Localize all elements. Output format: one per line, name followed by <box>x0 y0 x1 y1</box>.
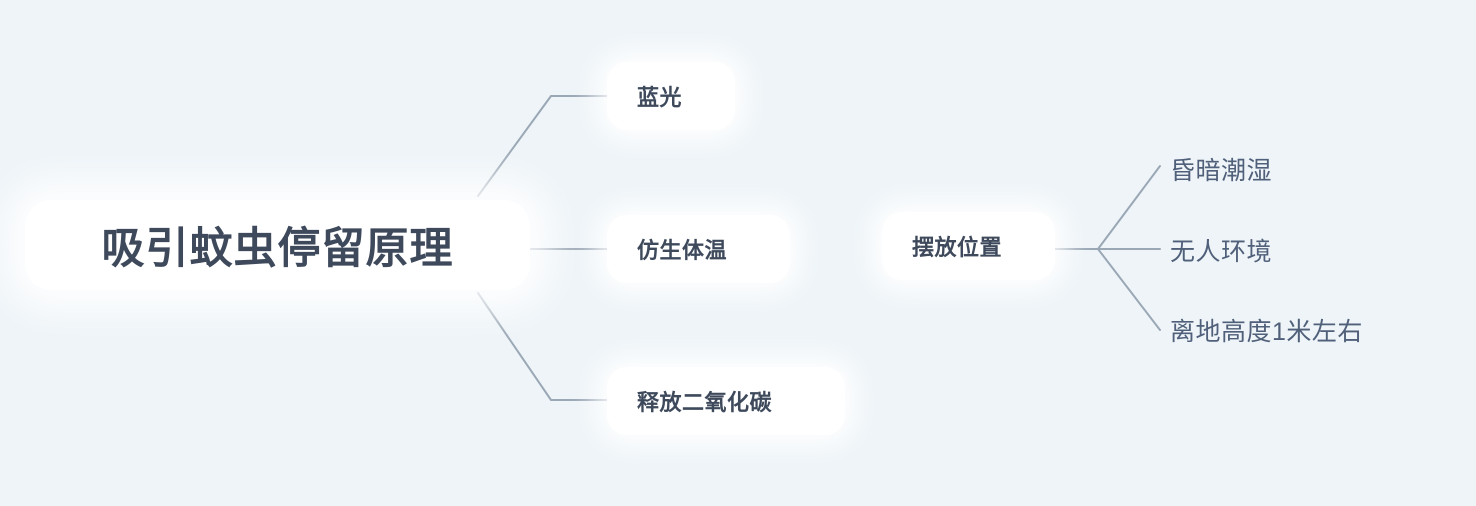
node-blue-light-label: 蓝光 <box>637 85 683 110</box>
edge-root-to-co2 <box>477 292 608 401</box>
edge-root-to-blue-light <box>477 95 608 197</box>
root-node[interactable]: 吸引蚊虫停留原理 <box>25 200 530 290</box>
leaf-unoccupied-environment[interactable]: 无人环境 <box>1170 238 1273 266</box>
node-placement-position[interactable]: 摆放位置 <box>882 212 1055 280</box>
node-blue-light[interactable]: 蓝光 <box>607 62 735 130</box>
edge-placement-to-height <box>1097 248 1161 331</box>
leaf-dark-humid[interactable]: 昏暗潮湿 <box>1170 157 1273 185</box>
node-placement-position-label: 摆放位置 <box>912 235 1003 260</box>
node-body-temperature-label: 仿生体温 <box>637 238 728 263</box>
node-release-co2[interactable]: 释放二氧化碳 <box>607 367 845 435</box>
edge-placement-to-dark-humid <box>1097 165 1161 250</box>
node-release-co2-label: 释放二氧化碳 <box>637 390 773 415</box>
root-node-label: 吸引蚊虫停留原理 <box>101 225 454 273</box>
node-body-temperature[interactable]: 仿生体温 <box>607 215 790 283</box>
leaf-height-above-ground[interactable]: 离地高度1米左右 <box>1170 318 1363 346</box>
